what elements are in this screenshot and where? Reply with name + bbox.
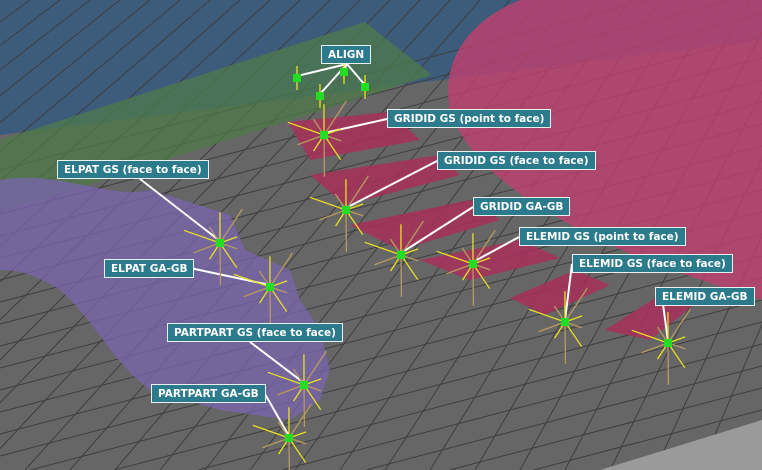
label-gridid-gs-point[interactable]: GRIDID GS (point to face) [387, 109, 552, 128]
spider-leg [269, 286, 288, 313]
spider-leg [262, 437, 290, 449]
spider-leg [323, 100, 347, 136]
leader-line [345, 160, 438, 209]
grid-line [0, 0, 151, 123]
spider-leg [297, 134, 325, 146]
spider-leg [400, 220, 424, 256]
grid-line [0, 0, 61, 46]
spider-leg [667, 308, 691, 344]
spider-leg [219, 208, 243, 244]
grid-line [449, 387, 762, 470]
grid-line [281, 343, 762, 470]
label-partpart-ga-gb[interactable]: PARTPART GA-GB [151, 384, 266, 403]
connector-node [266, 283, 274, 291]
label-elpat-ga-gb[interactable]: ELPAT GA-GB [104, 259, 195, 278]
spider-leg [269, 252, 293, 288]
spider-leg [345, 175, 369, 211]
pink-surface [448, 0, 762, 300]
connector-node [216, 239, 224, 247]
connector-node [320, 131, 328, 139]
leader-line [400, 206, 474, 254]
connector-node [316, 92, 324, 100]
grid-line [533, 409, 762, 470]
connector-spiders [183, 60, 691, 470]
connector-node [342, 206, 350, 214]
purple-part [0, 177, 330, 420]
connector-node [397, 251, 405, 259]
spider-leg [252, 424, 290, 439]
connector-node [293, 74, 301, 82]
label-elemid-gs-point[interactable]: ELEMID GS (point to face) [519, 227, 686, 246]
spider-leg [641, 342, 669, 354]
grid-line [0, 0, 121, 96]
spider-leg [267, 371, 305, 386]
spider-leg [319, 209, 347, 221]
label-gridid-ga-gb[interactable]: GRIDID GA-GB [473, 197, 571, 216]
connector-node [361, 83, 369, 91]
connector-node [469, 260, 477, 268]
leader-line [346, 63, 366, 86]
grid-line [0, 255, 762, 457]
spider-leg [446, 263, 474, 275]
spider-leg [374, 254, 402, 266]
spider-leg [277, 384, 305, 396]
leader-lines [139, 63, 669, 437]
spider-leg [528, 308, 566, 323]
label-align[interactable]: ALIGN [321, 45, 372, 64]
spider-leg [309, 196, 347, 211]
label-elemid-gs-face[interactable]: ELEMID GS (face to face) [572, 254, 733, 273]
label-elemid-ga-gb[interactable]: ELEMID GA-GB [655, 287, 755, 306]
spider-leg [472, 229, 496, 265]
label-gridid-gs-face[interactable]: GRIDID GS (face to face) [437, 151, 596, 170]
spider-leg [219, 242, 238, 269]
spider-leg [364, 241, 402, 256]
leader-line [139, 178, 221, 242]
spider-leg [631, 329, 669, 344]
spider-leg [400, 254, 419, 281]
leader-line [264, 393, 290, 437]
connector-node [285, 434, 293, 442]
spider-leg [538, 321, 566, 333]
lower-right-floor [600, 420, 762, 470]
spider-leg [472, 263, 491, 290]
leader-line [564, 263, 573, 321]
connector-node [340, 68, 348, 76]
connector-node [300, 381, 308, 389]
spider-leg [183, 229, 221, 244]
spider-leg [193, 242, 221, 254]
spider-leg [243, 286, 271, 298]
spider-leg [287, 121, 325, 136]
spider-leg [436, 250, 474, 265]
leader-line [296, 63, 348, 77]
grid-line [0, 0, 31, 23]
grid-line [0, 0, 181, 152]
label-partpart-gs-face[interactable]: PARTPART GS (face to face) [167, 323, 343, 342]
spider-leg [303, 350, 327, 386]
spider-leg [667, 342, 686, 369]
spider-leg [323, 134, 342, 161]
leader-line [249, 341, 305, 384]
leader-line [472, 236, 520, 263]
label-elpat-gs-face[interactable]: ELPAT GS (face to face) [57, 160, 209, 179]
connector-node [561, 318, 569, 326]
grid-line [365, 365, 762, 470]
spider-leg [288, 403, 312, 439]
spider-leg [288, 437, 307, 464]
spider-leg [303, 384, 322, 411]
spider-leg [233, 273, 271, 288]
spider-leg [564, 287, 588, 323]
connector-node [664, 339, 672, 347]
spider-leg [564, 321, 583, 348]
grid-line [0, 0, 91, 71]
spider-leg [345, 209, 364, 236]
